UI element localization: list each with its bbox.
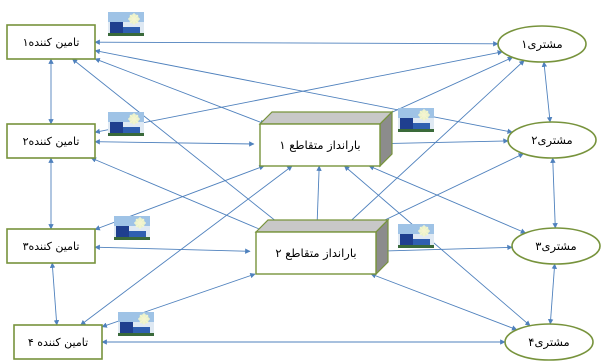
supplier-node: تامین کننده ۴ — [13, 312, 154, 360]
edge-c2-c3 — [550, 157, 558, 229]
truck-icon — [108, 112, 144, 136]
supplier-label: تامین کننده۱ — [23, 36, 80, 49]
edge-x2-c4 — [370, 273, 518, 331]
customer-label: مشتری۱ — [521, 37, 562, 52]
crossdock-label: بارانداز متقاطع ۲ — [275, 246, 356, 261]
edge-x1-c3 — [368, 165, 527, 234]
supplier-node: تامین کننده۱ — [6, 12, 144, 60]
edge-s3-s4 — [49, 262, 60, 326]
truck-icon — [398, 224, 434, 248]
customer-node: مشتری۲ — [507, 121, 597, 159]
edges-layer — [48, 39, 558, 345]
edge-x2-c2 — [359, 153, 524, 233]
supplier-label: تامین کننده۲ — [23, 135, 80, 148]
customer-node: مشتری۳ — [511, 227, 601, 265]
truck-icon — [118, 312, 154, 336]
supplier-label: تامین کننده۳ — [23, 240, 80, 253]
customer-label: مشتری۳ — [535, 239, 576, 254]
truck-icon — [398, 108, 434, 132]
customer-label: مشتری۴ — [528, 335, 569, 350]
edge-x2-c3 — [381, 244, 513, 254]
crossdock-node: بارانداز متقاطع ۲ — [254, 218, 434, 276]
edge-s3-x2 — [94, 244, 251, 254]
supplier-label: تامین کننده ۴ — [28, 336, 88, 349]
customer-node: مشتری۱ — [497, 25, 587, 63]
truck-icon — [114, 216, 150, 240]
edge-x1-c2 — [385, 138, 509, 147]
truck-icon — [108, 12, 144, 36]
crossdock-node: بارانداز متقاطع ۱ — [258, 108, 434, 168]
edge-c1-c2 — [541, 61, 553, 123]
edge-s1-c1 — [94, 39, 499, 47]
customer-label: مشتری۲ — [531, 133, 572, 148]
crossdock-label: بارانداز متقاطع ۱ — [279, 138, 360, 153]
edge-s1-x2 — [71, 58, 291, 233]
nodes-layer: تامین کننده۱ تامین کننده۲ تامین کننده۳ تامی… — [6, 12, 601, 361]
edge-s2-x1 — [94, 139, 255, 147]
edge-c3-c4 — [547, 263, 558, 325]
customer-node: مشتری۴ — [504, 323, 594, 361]
supplier-node: تامین کننده۲ — [6, 112, 144, 159]
edge-s2-c1 — [94, 50, 503, 135]
supplier-node: تامین کننده۳ — [6, 216, 150, 264]
